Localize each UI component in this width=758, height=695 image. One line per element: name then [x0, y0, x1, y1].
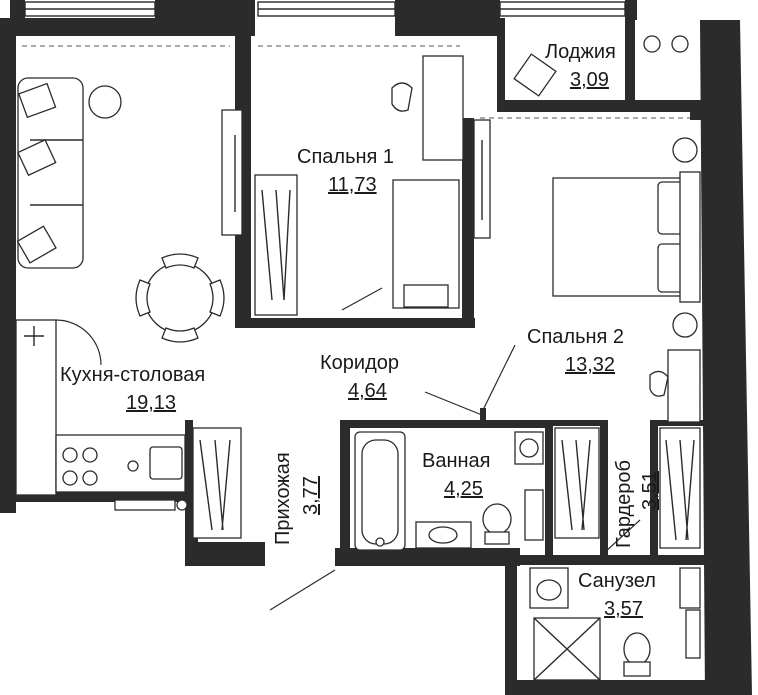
room-name-wardrobe: Гардероб — [613, 460, 635, 548]
room-area-hallway: 3,77 — [300, 476, 322, 515]
room-name-bedroom1: Спальня 1 — [297, 146, 394, 168]
room-area-wc: 3,57 — [604, 598, 643, 620]
room-area-kitchen: 19,13 — [126, 392, 176, 414]
room-name-bedroom2: Спальня 2 — [527, 326, 624, 348]
room-name-wc: Санузел — [578, 570, 656, 592]
room-area-loggia: 3,09 — [570, 69, 609, 91]
room-area-wardrobe: 3,51 — [639, 471, 661, 510]
room-labels: Лоджия 3,09 Спальня 1 11,73 Кухня-столов… — [60, 41, 661, 620]
sofa — [16, 77, 122, 269]
dining-table — [135, 253, 225, 343]
room-name-bathroom: Ванная — [422, 450, 491, 472]
bedroom2-furniture — [424, 119, 701, 423]
room-area-bedroom2: 13,32 — [565, 354, 615, 376]
kitchen-counter — [15, 319, 188, 511]
windows — [24, 1, 626, 17]
wardrobe-racks — [554, 427, 701, 553]
room-area-corridor: 4,64 — [348, 380, 387, 402]
room-name-corridor: Коридор — [320, 352, 399, 374]
wc-fixtures — [529, 567, 701, 681]
double-bed — [552, 171, 701, 303]
loggia-furniture — [513, 35, 689, 97]
room-name-hallway: Прихожая — [272, 452, 294, 545]
room-name-kitchen: Кухня-столовая — [60, 364, 205, 386]
room-area-bedroom1: 11,73 — [328, 174, 377, 196]
bedroom1-furniture — [221, 55, 464, 316]
room-area-bathroom: 4,25 — [444, 478, 483, 500]
hallway-wardrobe — [192, 427, 336, 611]
room-name-loggia: Лоджия — [545, 41, 616, 63]
bathroom-fixtures — [354, 431, 544, 551]
